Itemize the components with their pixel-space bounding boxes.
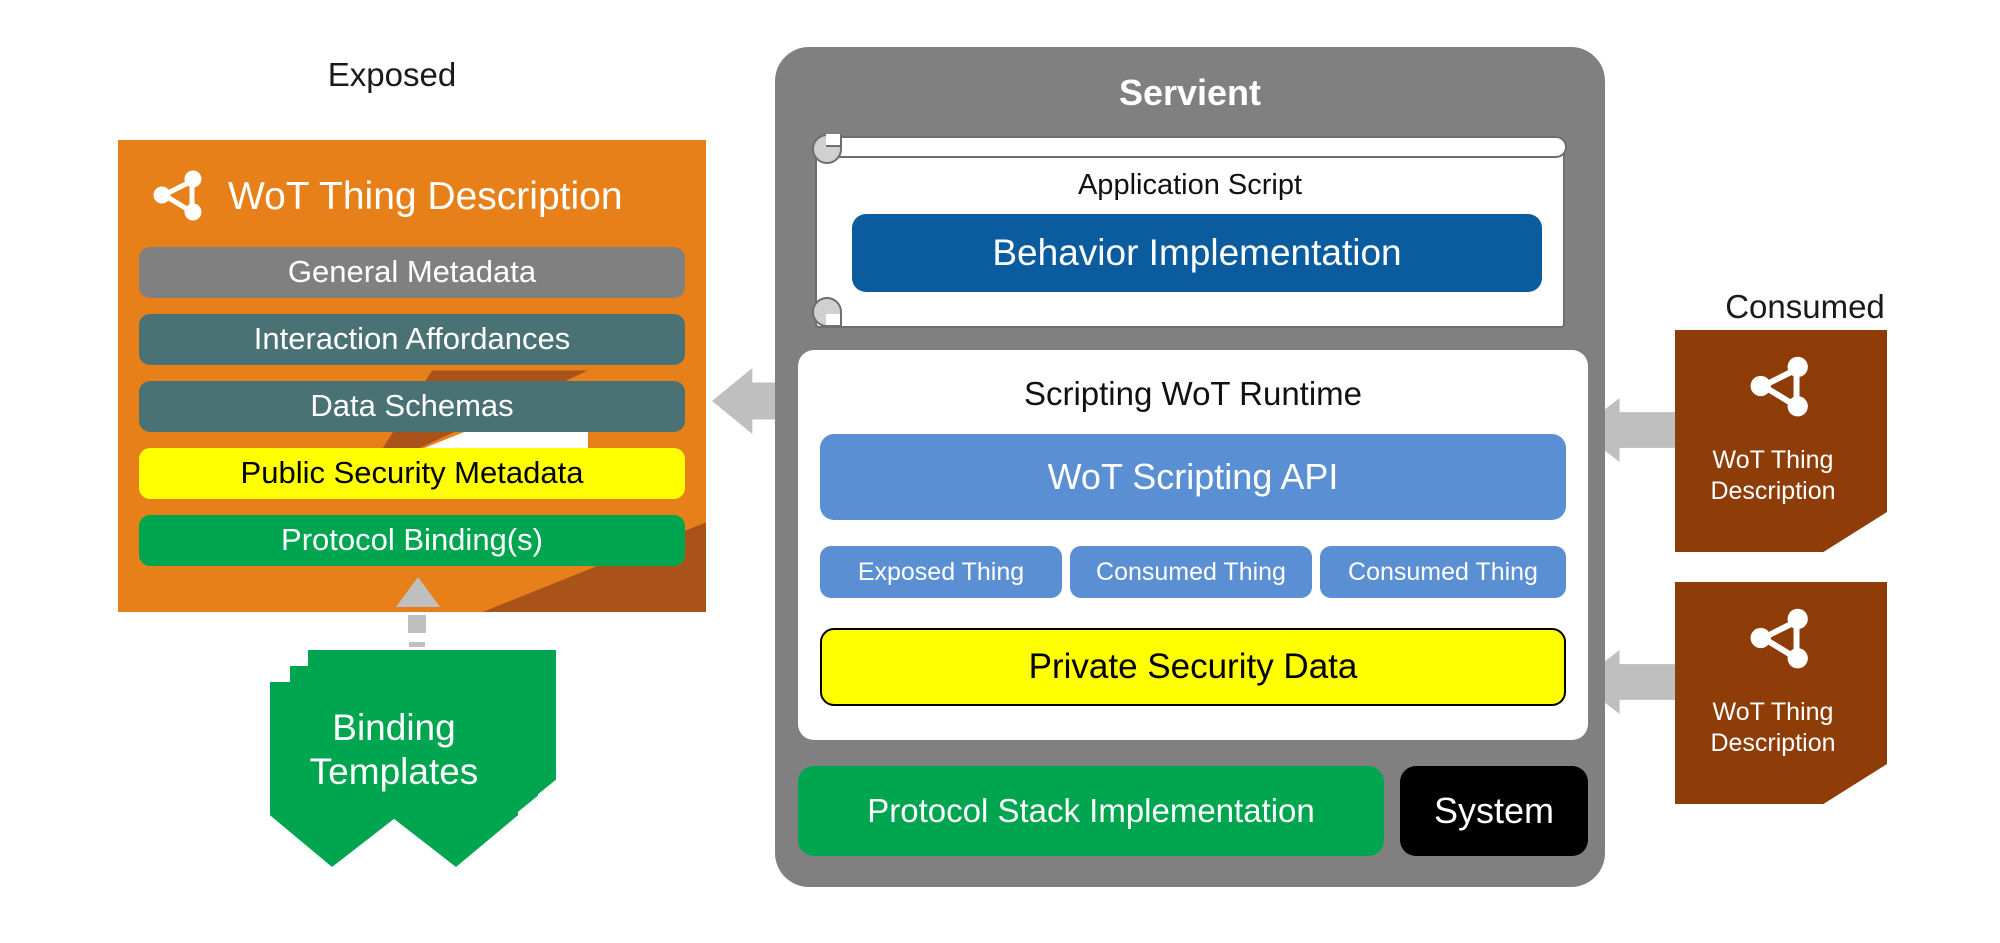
- consumed-thing-block-1[interactable]: Consumed Thing: [1070, 546, 1312, 598]
- protocol-stack-implementation-block[interactable]: Protocol Stack Implementation: [798, 766, 1384, 856]
- consumed-thing-block-2[interactable]: Consumed Thing: [1320, 546, 1566, 598]
- td-row-interaction-affordances[interactable]: Interaction Affordances: [139, 314, 685, 365]
- exposed-column-label: Exposed: [327, 55, 457, 93]
- consumed-column-label: Consumed: [1725, 287, 1885, 325]
- binding-templates-arrow-head-icon: [396, 577, 440, 607]
- consumed-td-line1: WoT Thing: [1712, 445, 1834, 474]
- td-row-data-schemas[interactable]: Data Schemas: [139, 381, 685, 432]
- td-row-protocol-bindings[interactable]: Protocol Binding(s): [139, 515, 685, 566]
- application-script-scroll-bar: [827, 136, 1567, 158]
- wot-share-icon: [148, 164, 210, 231]
- binding-templates-line1: Binding: [332, 707, 456, 749]
- servient-title: Servient: [1118, 72, 1262, 114]
- wot-scripting-api-block[interactable]: WoT Scripting API: [820, 434, 1566, 520]
- private-security-data-block[interactable]: Private Security Data: [820, 628, 1566, 706]
- behavior-implementation-block[interactable]: Behavior Implementation: [852, 214, 1542, 292]
- td-row-public-security-metadata[interactable]: Public Security Metadata: [139, 448, 685, 499]
- binding-templates-arrow-dash-icon: [408, 615, 426, 633]
- binding-templates-line2: Templates: [309, 751, 479, 792]
- exposed-td-title: WoT Thing Description: [228, 175, 623, 218]
- wot-share-icon: [1675, 592, 1887, 684]
- system-block[interactable]: System: [1400, 766, 1588, 856]
- consumed-td-line1: WoT Thing: [1712, 697, 1834, 726]
- exposed-td-header: WoT Thing Description: [148, 158, 688, 236]
- scroll-curl-bottom-notch-icon: [826, 314, 842, 327]
- scroll-curl-top-notch-icon: [826, 134, 842, 147]
- binding-templates-label: Binding Templates: [270, 690, 518, 810]
- consumed-thing-description-card-2[interactable]: [1675, 582, 1887, 804]
- consumed-td-line2: Description: [1710, 729, 1836, 757]
- application-script-label: Application Script: [1077, 168, 1303, 201]
- consumed-td-label-1: WoT Thing Description: [1675, 436, 1871, 516]
- wot-share-icon: [1675, 340, 1887, 432]
- scripting-wot-runtime-label: Scripting WoT Runtime: [1023, 374, 1363, 412]
- consumed-td-label-2: WoT Thing Description: [1675, 688, 1871, 768]
- exposed-thing-block[interactable]: Exposed Thing: [820, 546, 1062, 598]
- consumed-td-line2: Description: [1710, 477, 1836, 505]
- binding-templates-arrow-dash-icon: [409, 642, 425, 647]
- consumed-thing-description-card-1[interactable]: [1675, 330, 1887, 552]
- td-row-general-metadata[interactable]: General Metadata: [139, 247, 685, 298]
